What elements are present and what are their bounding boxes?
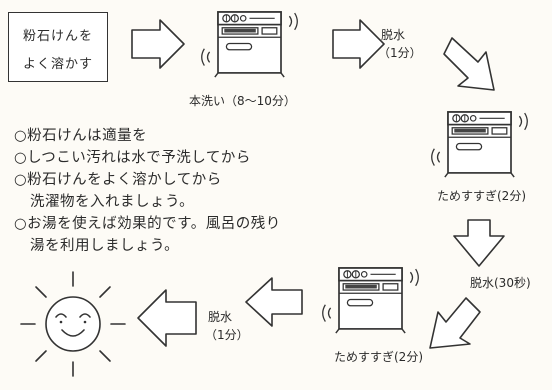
step-spin-1-title: 脱水 bbox=[381, 28, 406, 42]
arrow-icon bbox=[131, 19, 185, 69]
tip-line: 湯を利用しましょう。 bbox=[30, 238, 180, 254]
arrow-icon bbox=[245, 277, 303, 327]
start-box-line-2: よく溶かす bbox=[22, 57, 93, 72]
tip-line: ○しつこい汚れは水で予洗してから bbox=[14, 150, 251, 166]
start-box-line-1: 粉石けんを bbox=[22, 29, 93, 44]
tip-line: ○粉石けんは適量を bbox=[14, 128, 148, 144]
step-spin-1-time: （1分） bbox=[378, 46, 422, 60]
tip-line: ○粉石けんをよく溶かしてから bbox=[14, 172, 222, 188]
step-wash-label: 本洗い（8～10分） bbox=[189, 94, 296, 108]
step-spin-3-time: （1分） bbox=[205, 328, 249, 342]
tip-line: 洗濯物を入れましょう。 bbox=[30, 194, 195, 210]
step-rinse-2-label: ためすすぎ(2分) bbox=[334, 350, 423, 364]
step-spin-3-title: 脱水 bbox=[208, 310, 233, 324]
arrow-icon bbox=[443, 37, 495, 91]
start-box: 粉石けんを よく溶かす bbox=[8, 12, 108, 82]
tip-line: ○お湯を使えば効果的です。風呂の残り bbox=[14, 216, 281, 232]
step-rinse-1-label: ためすすぎ(2分) bbox=[437, 189, 526, 203]
arrow-icon bbox=[332, 19, 385, 69]
smiling-sun-icon bbox=[20, 271, 126, 377]
arrow-icon bbox=[429, 297, 481, 349]
arrow-icon bbox=[453, 219, 505, 267]
step-spin-2-label: 脱水(30秒) bbox=[470, 276, 531, 290]
washing-machine-icon bbox=[322, 267, 419, 334]
arrow-icon bbox=[137, 289, 197, 347]
washing-machine-icon bbox=[201, 11, 298, 78]
washing-machine-icon bbox=[431, 111, 528, 178]
